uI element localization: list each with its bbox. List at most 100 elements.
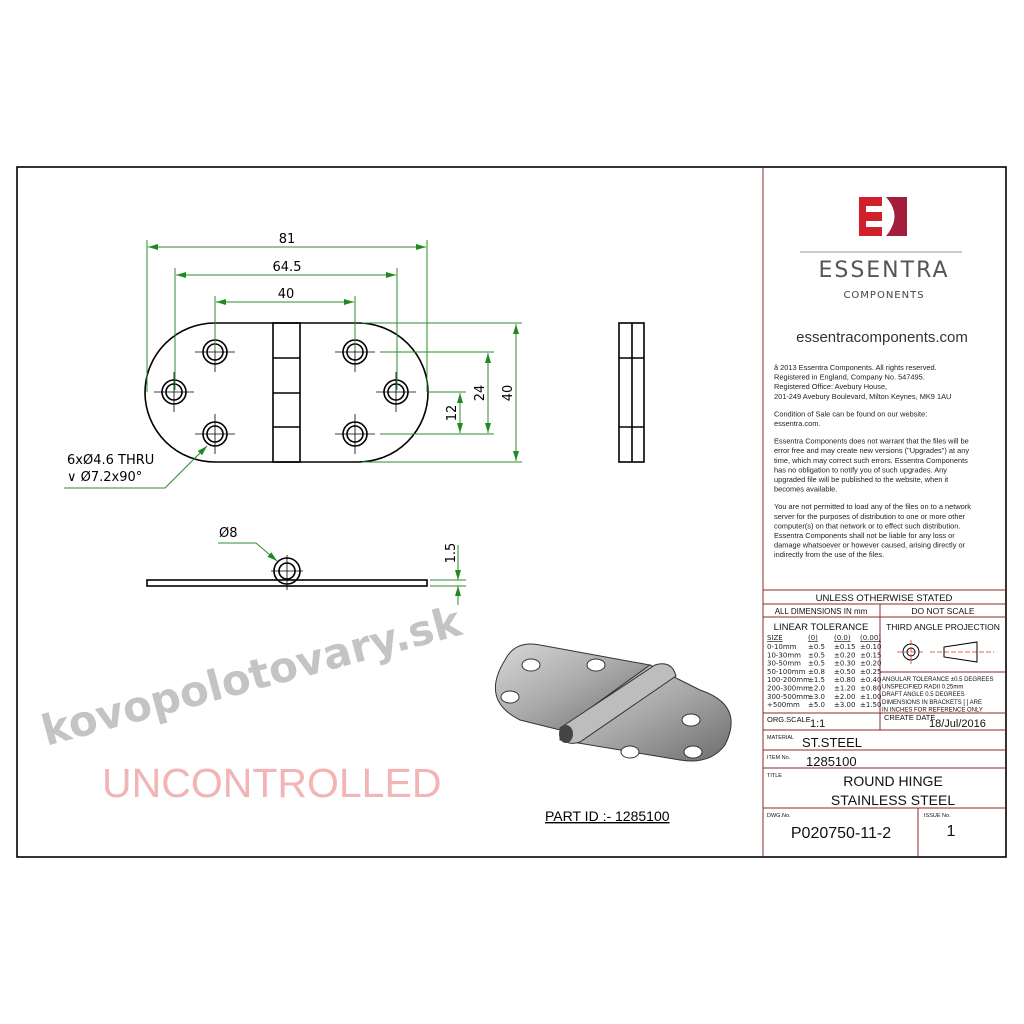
dim-64-5: 64.5 [273, 260, 302, 275]
hinge-3d-render [494, 643, 732, 762]
dim-knuckle-diameter: Ø8 [219, 526, 238, 541]
tolerance-cell: 10-30mm [767, 651, 801, 659]
front-view [144, 322, 429, 463]
uncontrolled-stamp: UNCONTROLLED [102, 760, 441, 806]
tolerance-cell: ±0.40 [860, 676, 881, 684]
legal-line: 201-249 Avebury Boulevard, Milton Keynes… [774, 392, 951, 401]
tolerance-cell: 200-300mm [767, 685, 810, 693]
issue-label: ISSUE No. [924, 813, 951, 819]
legal-line: You are not permitted to load any of the… [774, 502, 971, 511]
countersunk-hole [335, 414, 375, 454]
tolerance-cell: ±3.00 [834, 701, 855, 709]
legal-line: essentra.com. [774, 419, 820, 428]
website: essentracomponents.com [796, 329, 968, 346]
org-scale-label: ORG.SCALE [767, 715, 811, 724]
legal-line: indirectly from the use of the files. [774, 550, 884, 559]
title-line-2: STAINLESS STEEL [831, 792, 955, 808]
tolerance-cell: ±0.20 [834, 651, 855, 659]
unless-stated: UNLESS OTHERWISE STATED [816, 593, 953, 604]
countersunk-hole [376, 372, 416, 412]
dim-24: 24 [473, 385, 488, 402]
tolerance-cell: 100-200mm [767, 676, 810, 684]
do-not-scale: DO NOT SCALE [911, 606, 974, 616]
tolerance-cell: ±0.30 [834, 660, 855, 668]
note-line: ANGULAR TOLERANCE ±0.5 DEGREES [882, 677, 993, 683]
note-line: DIMENSIONS IN BRACKETS [ ] ARE [882, 700, 982, 706]
title-line-1: ROUND HINGE [843, 773, 943, 789]
tolerance-cell: ±0.5 [808, 651, 825, 659]
material-label: MATERIAL [767, 735, 794, 741]
tolerance-table: SIZE(0)(0.0)(0.00)0-10mm±0.5±0.15±0.1010… [767, 634, 881, 709]
legal-line: has no obligation to notify you of such … [774, 465, 947, 474]
tolerance-cell: +500mm [767, 701, 800, 709]
linear-tolerance: LINEAR TOLERANCE [774, 622, 869, 633]
side-view [618, 322, 645, 463]
tolerance-cell: 50-100mm [767, 668, 806, 676]
essentra-logo: ESSENTRA COMPONENTS [800, 197, 962, 301]
tolerance-cell: ±0.15 [860, 651, 881, 659]
legal-line: upgraded file will be published to the w… [774, 475, 948, 484]
brand-name: ESSENTRA [818, 258, 949, 283]
tolerance-cell: ±0.80 [834, 676, 855, 684]
tolerance-cell: ±0.8 [808, 668, 825, 676]
create-date: 18/Jul/2016 [929, 718, 986, 730]
countersunk-hole [195, 414, 235, 454]
projection-label: THIRD ANGLE PROJECTION [886, 622, 1000, 632]
tolerance-cell: ±0.25 [860, 668, 881, 676]
legal-line: time, which may correct such errors. Ess… [774, 456, 968, 465]
tolerance-cell: ±3.0 [808, 693, 825, 701]
tolerance-cell: 30-50mm [767, 660, 801, 668]
countersunk-hole [154, 372, 194, 412]
watermark: kovopolotovary.sk [36, 596, 467, 755]
note-line: IN INCHES FOR REFERENCE ONLY [882, 707, 983, 713]
dwg-label: DWG.No. [767, 813, 791, 819]
legal-line: Condition of Sale can be found on our we… [774, 409, 927, 418]
note-line: DRAFT ANGLE 0.5 DEGREES [882, 692, 965, 698]
dim-thickness: 1.5 [444, 543, 459, 564]
hole-note-line-1: 6xØ4.6 THRU [67, 453, 154, 468]
legal-line: Registered Office: Avebury House, [774, 382, 887, 391]
brand-sub: COMPONENTS [843, 290, 924, 301]
drawing-number: P020750-11-2 [791, 825, 891, 842]
issue-number: 1 [947, 823, 956, 840]
tolerance-cell: ±2.0 [808, 685, 825, 693]
tolerance-cell: ±1.50 [860, 701, 881, 709]
legal-line: damage whatsoever or however caused, ari… [774, 541, 966, 550]
tolerance-cell: ±0.5 [808, 660, 825, 668]
dim-81: 81 [279, 232, 296, 247]
tolerance-cell: ±2.00 [834, 693, 855, 701]
tolerance-cell: ±0.10 [860, 643, 881, 651]
bottom-view: Ø8 1.5 [146, 526, 466, 605]
tolerance-cell: ±0.50 [834, 668, 855, 676]
tolerance-cell: ±0.15 [834, 643, 855, 651]
tolerance-header: SIZE [767, 634, 783, 642]
legal-line: Essentra Components does not warrant tha… [774, 437, 969, 446]
tolerance-header: (0.0) [834, 634, 851, 642]
legal-line: Registered in England, Company No. 54749… [774, 373, 925, 382]
tolerance-header: (0) [808, 634, 818, 642]
legal-line: computer(s) on that network or to effect… [774, 521, 960, 530]
note-line: UNSPECIFIED RADII 0.25mm [882, 685, 963, 691]
tolerance-cell: ±1.00 [860, 693, 881, 701]
hole-note-line-2: ∨ Ø7.2x90° [67, 470, 142, 485]
material: ST.STEEL [802, 735, 862, 750]
tolerance-cell: ±0.80 [860, 685, 881, 693]
dim-40-vertical: 40 [501, 385, 516, 402]
dim-40-horizontal: 40 [278, 287, 295, 302]
item-label: ITEM No. [767, 755, 791, 761]
item-number: 1285100 [806, 754, 857, 769]
all-dims: ALL DIMENSIONS IN mm [775, 607, 868, 616]
create-date-label: CREATE DATE [884, 713, 935, 722]
tolerance-cell: 300-500mm [767, 693, 810, 701]
org-scale: 1:1 [810, 718, 825, 730]
general-notes: ANGULAR TOLERANCE ±0.5 DEGREES UNSPECIFIE… [882, 677, 993, 713]
legal-line: error free and may create new versions (… [774, 446, 969, 455]
tolerance-cell: ±5.0 [808, 701, 825, 709]
tolerance-cell: ±0.20 [860, 660, 881, 668]
legal-line: becomes available. [774, 485, 837, 494]
tolerance-cell: ±1.5 [808, 676, 825, 684]
tolerance-header: (0.00) [860, 634, 881, 642]
dimensions: 81 64.5 40 40 24 12 6xØ4.6 THRU ∨ Ø7.2x9… [64, 232, 522, 489]
third-angle-projection-icon [897, 640, 994, 664]
